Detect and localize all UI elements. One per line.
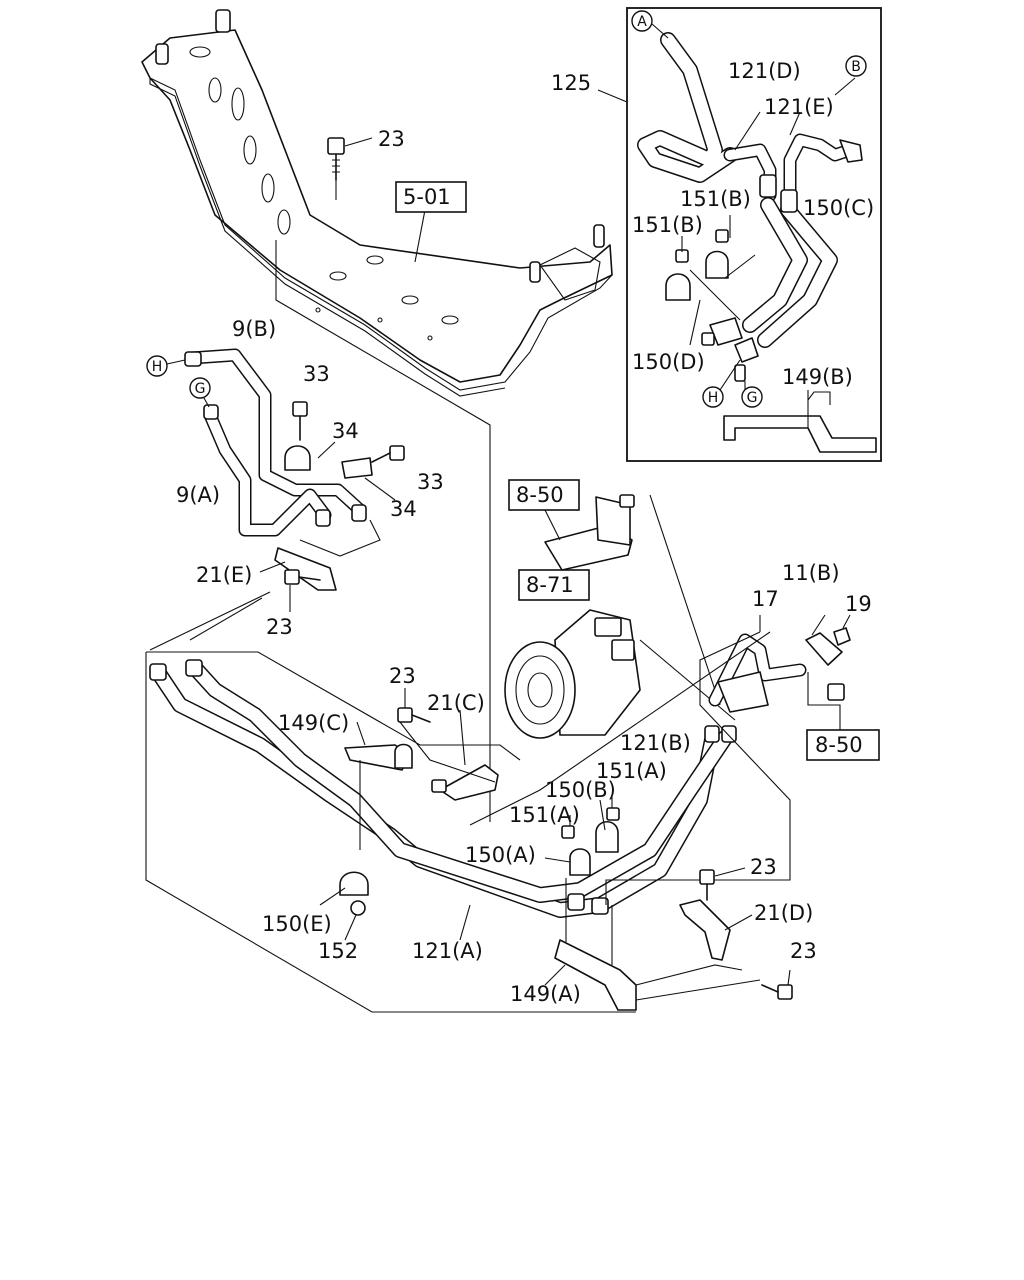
label-21e: 21(E) bbox=[196, 563, 252, 587]
svg-text:H: H bbox=[152, 359, 163, 375]
bracket-149a-part bbox=[554, 939, 637, 1011]
bolt-23-mid bbox=[284, 569, 321, 585]
pipe-17-part bbox=[708, 633, 807, 713]
bolt-23-top bbox=[327, 137, 345, 181]
pipe-9-assembly bbox=[184, 348, 373, 591]
label-23-mid: 23 bbox=[266, 615, 293, 639]
label-23-r2: 23 bbox=[790, 939, 817, 963]
label-21c: 21(C) bbox=[427, 691, 485, 715]
svg-text:H: H bbox=[708, 390, 719, 406]
label-151b-1: 151(B) bbox=[680, 187, 751, 211]
label-34-1: 34 bbox=[332, 419, 359, 443]
label-121b: 121(B) bbox=[620, 731, 691, 755]
inset-detail-frame bbox=[626, 7, 882, 462]
label-33-1: 33 bbox=[303, 362, 330, 386]
marker-b: B bbox=[845, 55, 867, 77]
label-21d: 21(D) bbox=[754, 901, 813, 925]
clamp-11b-part bbox=[805, 627, 851, 701]
label-8-71: 8-71 bbox=[526, 573, 574, 597]
label-5-01: 5-01 bbox=[403, 185, 451, 209]
label-8-50-1: 8-50 bbox=[516, 483, 564, 507]
svg-text:G: G bbox=[747, 390, 758, 406]
label-150a: 150(A) bbox=[465, 843, 536, 867]
marker-a: A bbox=[631, 10, 653, 32]
bracket-21c-part bbox=[431, 764, 499, 801]
clamp-150e-part bbox=[339, 871, 369, 916]
compressor-part bbox=[504, 609, 641, 739]
marker-h-inset: H bbox=[702, 386, 724, 408]
inset-pipes bbox=[637, 32, 877, 453]
label-151b-2: 151(B) bbox=[632, 213, 703, 237]
label-17: 17 bbox=[752, 587, 779, 611]
bolt-33-lower bbox=[371, 445, 405, 463]
bracket-21d-part bbox=[679, 899, 731, 961]
label-33-2: 33 bbox=[417, 470, 444, 494]
bolt-33-upper bbox=[292, 401, 308, 441]
svg-text:B: B bbox=[851, 59, 861, 75]
label-149a: 149(A) bbox=[510, 982, 581, 1006]
svg-text:A: A bbox=[637, 14, 647, 30]
label-23-top: 23 bbox=[378, 127, 405, 151]
label-19: 19 bbox=[845, 592, 872, 616]
bolt-23-r2 bbox=[761, 984, 793, 1000]
marker-g-main: G bbox=[189, 377, 211, 399]
label-151a-2: 151(A) bbox=[509, 803, 580, 827]
label-125: 125 bbox=[551, 71, 591, 95]
label-121e: 121(E) bbox=[764, 95, 834, 119]
label-149c: 149(C) bbox=[278, 711, 349, 735]
marker-g-inset: G bbox=[741, 386, 763, 408]
label-9b: 9(B) bbox=[232, 317, 276, 341]
marker-h-main: H bbox=[146, 355, 168, 377]
label-149b: 149(B) bbox=[782, 365, 853, 389]
label-9a: 9(A) bbox=[176, 483, 220, 507]
bolt-23-c bbox=[397, 707, 431, 723]
label-150c: 150(C) bbox=[803, 196, 874, 220]
label-11b: 11(B) bbox=[782, 561, 840, 585]
label-23-c: 23 bbox=[389, 664, 416, 688]
label-121d: 121(D) bbox=[728, 59, 801, 83]
bolt-23-r1 bbox=[699, 869, 715, 901]
svg-text:G: G bbox=[195, 381, 206, 397]
label-121a: 121(A) bbox=[412, 939, 483, 963]
crossmember-part bbox=[141, 9, 613, 397]
bracket-8-50-part bbox=[544, 494, 635, 571]
label-151a-1: 151(A) bbox=[596, 759, 667, 783]
bracket-149c-part bbox=[344, 743, 413, 771]
label-8-50-2: 8-50 bbox=[815, 733, 863, 757]
label-150b: 150(B) bbox=[545, 778, 616, 802]
label-150e: 150(E) bbox=[262, 912, 332, 936]
label-34-2: 34 bbox=[390, 497, 417, 521]
label-23-r1: 23 bbox=[750, 855, 777, 879]
clamps-150ab-part bbox=[561, 807, 620, 876]
label-152: 152 bbox=[318, 939, 358, 963]
label-150d: 150(D) bbox=[632, 350, 705, 374]
hose-121-assembly bbox=[149, 659, 737, 918]
